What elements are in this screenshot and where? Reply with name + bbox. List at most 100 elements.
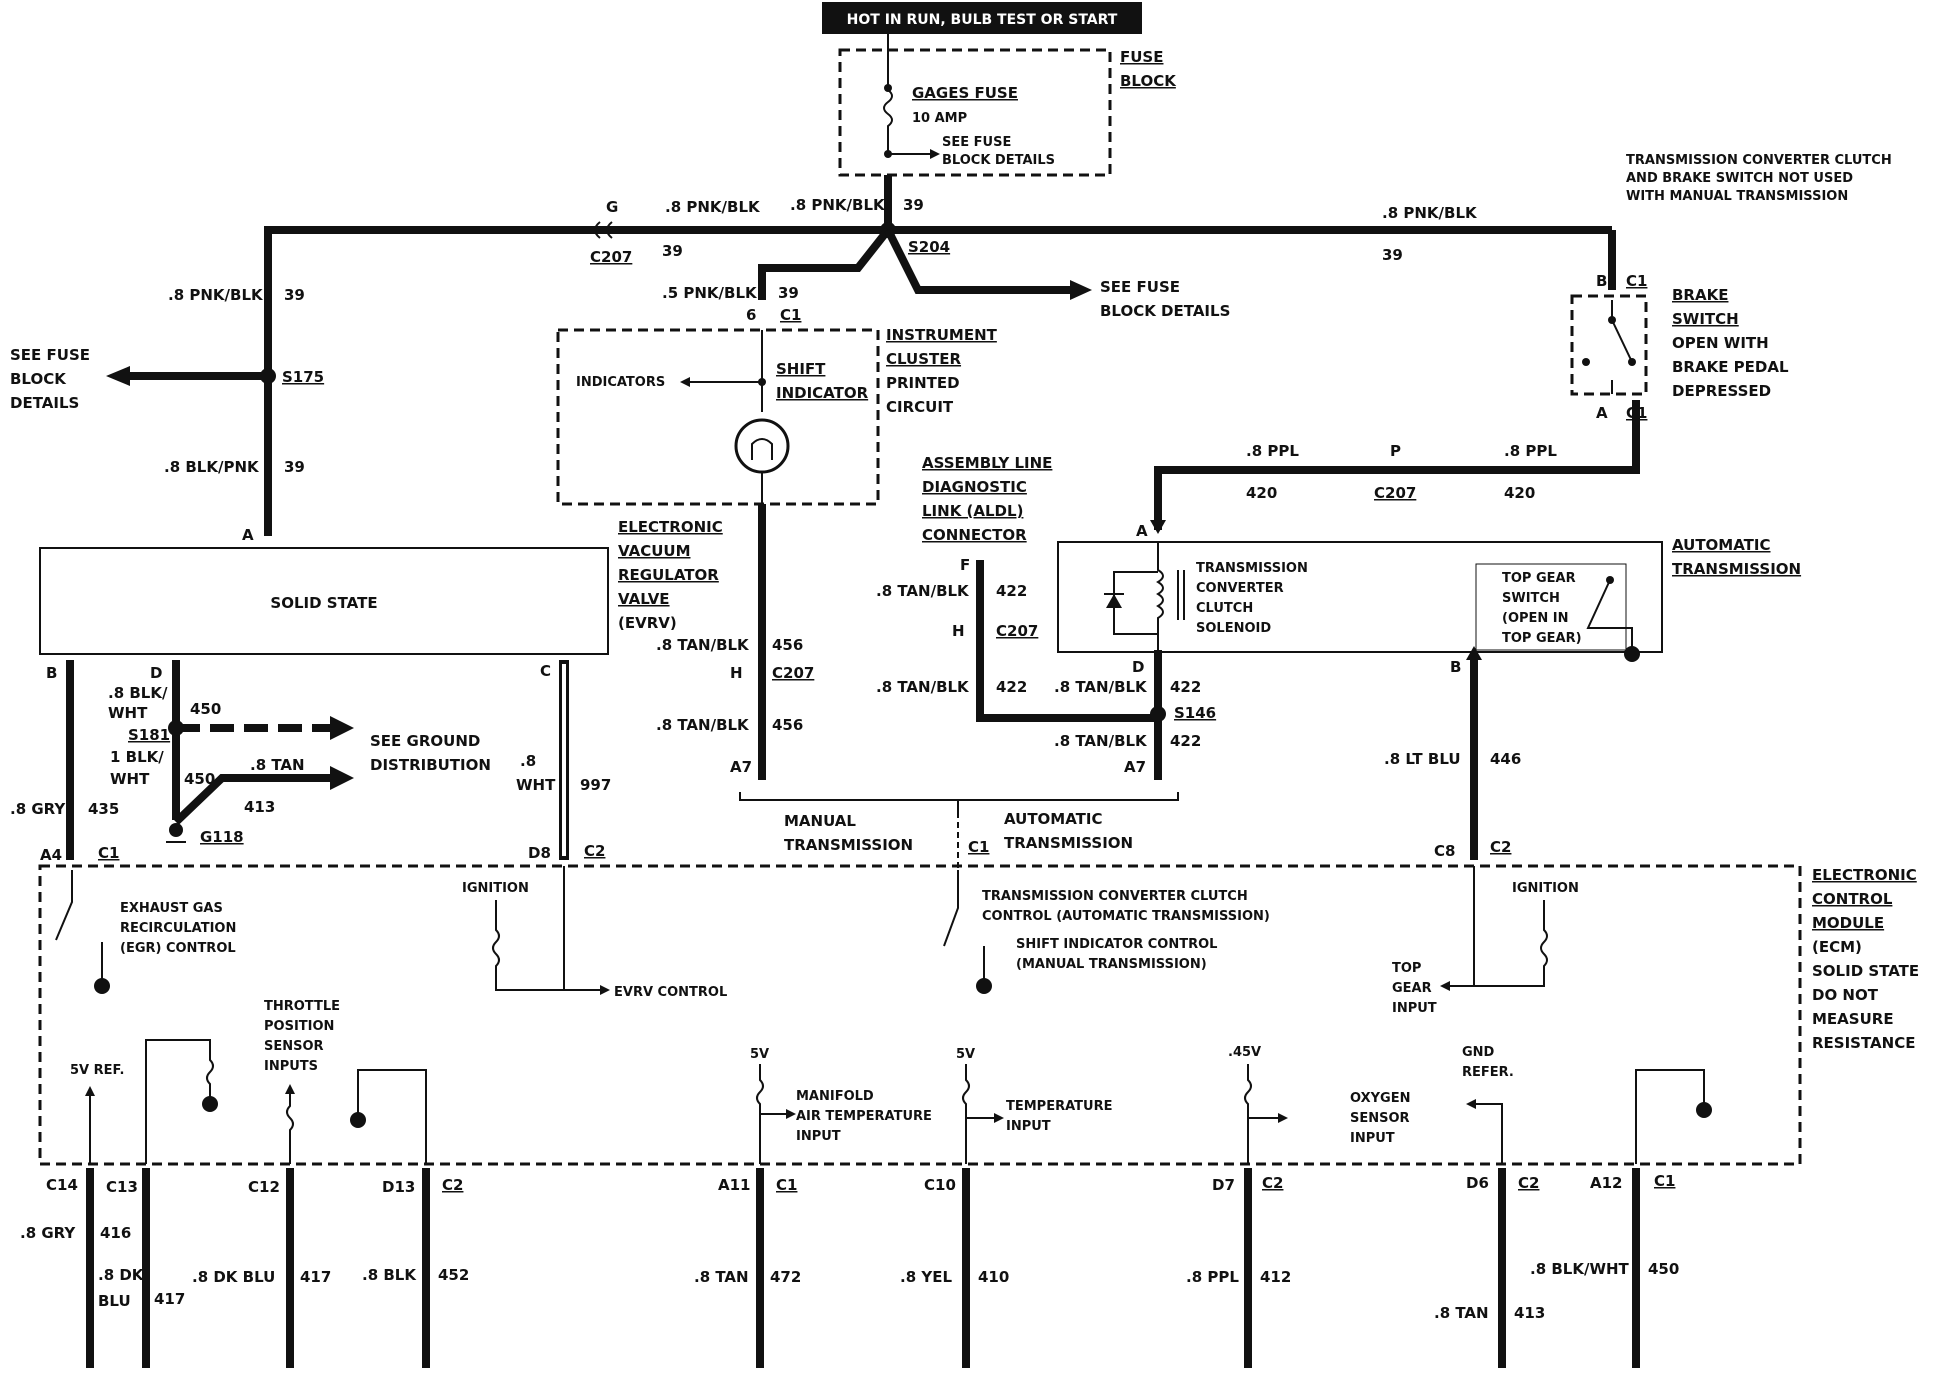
circuit-number: 450 (190, 700, 221, 718)
wire-color: .8 PPL (1504, 442, 1557, 460)
manual-label: TRANSMISSION (784, 836, 913, 854)
brake-switch-label: DEPRESSED (1672, 382, 1771, 400)
wire-color: .8 BLK/ (108, 684, 168, 702)
brake-switch-label: BRAKE (1672, 286, 1728, 304)
connector-label: P (1390, 442, 1401, 460)
arrow-icon (600, 985, 610, 995)
vref-label: 5V REF. (70, 1063, 124, 1078)
solid-state-label: SOLID STATE (270, 594, 377, 612)
splice-label: S146 (1174, 704, 1216, 722)
mat-label: MANIFOLD (796, 1089, 874, 1104)
ground-icon (976, 978, 992, 994)
tps-label: SENSOR (264, 1039, 324, 1054)
gnd-refer-label: GND (1462, 1045, 1495, 1060)
tcc-solenoid-label: SOLENOID (1196, 621, 1271, 636)
see-fuse-label: SEE FUSE (10, 346, 90, 364)
evrv-label: (EVRV) (618, 614, 677, 632)
ecm-label: DO NOT (1812, 986, 1879, 1004)
fuse-detail-wire (884, 228, 1070, 294)
pin-label: C14 (46, 1176, 78, 1194)
ground-icon (169, 823, 183, 837)
connector-label: C2 (1262, 1174, 1283, 1192)
arrow-icon (786, 1109, 796, 1119)
pin-label: A7 (730, 758, 752, 776)
pin-label: F (960, 556, 970, 574)
ground-icon (1624, 646, 1640, 662)
ignition-label: IGNITION (1512, 881, 1579, 896)
shift-control-label: (MANUAL TRANSMISSION) (1016, 957, 1207, 972)
tps-label: INPUTS (264, 1059, 318, 1074)
tcc-solenoid-label: CLUTCH (1196, 601, 1253, 616)
node (1628, 358, 1636, 366)
aldl-label: LINK (ALDL) (922, 502, 1023, 520)
circuit-number: 456 (772, 716, 803, 734)
wire-color: .8 TAN/BLK (1054, 732, 1148, 750)
splice-s146 (1150, 706, 1166, 722)
circuit-number: 39 (1382, 246, 1403, 264)
pin-label: B (46, 664, 57, 682)
top-gear-label: (OPEN IN (1502, 611, 1569, 626)
auto-trans-label: AUTOMATIC (1672, 536, 1771, 554)
arrow-icon (330, 766, 354, 790)
v45-label: .45V (1228, 1045, 1261, 1060)
ground-icon (202, 1096, 218, 1112)
splice-label: S181 (128, 726, 170, 744)
connector-label: G (606, 198, 618, 216)
pin-label: C (540, 662, 551, 680)
shift-control-label: SHIFT INDICATOR CONTROL (1016, 937, 1217, 952)
see-fuse-label: DETAILS (10, 394, 79, 412)
connector-label: H (730, 664, 743, 682)
solid-state-box (39, 547, 609, 655)
top-gear-input-label: INPUT (1392, 1001, 1437, 1016)
wire-color: 1 BLK/ (110, 748, 164, 766)
tcc-solenoid-label: TRANSMISSION (1196, 561, 1308, 576)
connector-label: C1 (780, 306, 801, 324)
cluster-label: PRINTED (886, 374, 960, 392)
ecm-label: CONTROL (1812, 890, 1893, 908)
top-gear-switch-box (1475, 563, 1627, 651)
egr-label: RECIRCULATION (120, 921, 236, 936)
pin-label: A7 (1124, 758, 1146, 776)
top-gear-label: TOP GEAR) (1502, 631, 1582, 646)
mat-circuit (756, 1064, 764, 1164)
fuse-amp-label: 10 AMP (912, 111, 967, 126)
circuit-number: 997 (580, 776, 611, 794)
connector-label: C2 (442, 1176, 463, 1194)
circuit-number: 422 (1170, 732, 1201, 750)
circuit-number: 422 (1170, 678, 1201, 696)
ecm-label: RESISTANCE (1812, 1034, 1915, 1052)
ground-icon (1696, 1102, 1712, 1118)
brake-switch-label: SWITCH (1672, 310, 1739, 328)
automatic-label: TRANSMISSION (1004, 834, 1133, 852)
fuse-node (884, 84, 892, 92)
ground-label: G118 (200, 828, 244, 846)
wire-color: .8 LT BLU (1384, 750, 1461, 768)
gages-fuse-label: GAGES FUSE (912, 84, 1018, 102)
ignition-label: IGNITION (462, 881, 529, 896)
wire-color: .8 TAN/BLK (876, 678, 970, 696)
wire-color: .8 DK (98, 1266, 145, 1284)
connector-c207 (594, 221, 613, 239)
top-gear-label: SWITCH (1502, 591, 1560, 606)
brake-switch-box (1570, 294, 1648, 396)
connector-label: 6 (746, 306, 756, 324)
circuit-number: 412 (1260, 1268, 1291, 1286)
cluster-feed-wire (758, 227, 892, 300)
temp-label: TEMPERATURE (1006, 1099, 1112, 1114)
connector-label: H (952, 622, 965, 640)
ground-dist-label: SEE GROUND (370, 732, 480, 750)
wire-color: .8 BLK (362, 1266, 417, 1284)
fuse-block-label: FUSE (1120, 48, 1163, 66)
connector-label: C2 (1490, 838, 1511, 856)
wire-color: WHT (516, 776, 556, 794)
arrow-icon (85, 1086, 95, 1096)
pin-label: D7 (1212, 1176, 1235, 1194)
circuit-number: 413 (1514, 1304, 1545, 1322)
egr-label: EXHAUST GAS (120, 901, 223, 916)
wire-color: .8 TAN (1434, 1304, 1489, 1322)
wire-color: .8 DK BLU (192, 1268, 275, 1286)
circuit-number: 417 (300, 1268, 331, 1286)
evrv-control-label: EVRV CONTROL (614, 985, 727, 1000)
ground-icon (94, 978, 110, 994)
gnd-refer-label: REFER. (1462, 1065, 1514, 1080)
